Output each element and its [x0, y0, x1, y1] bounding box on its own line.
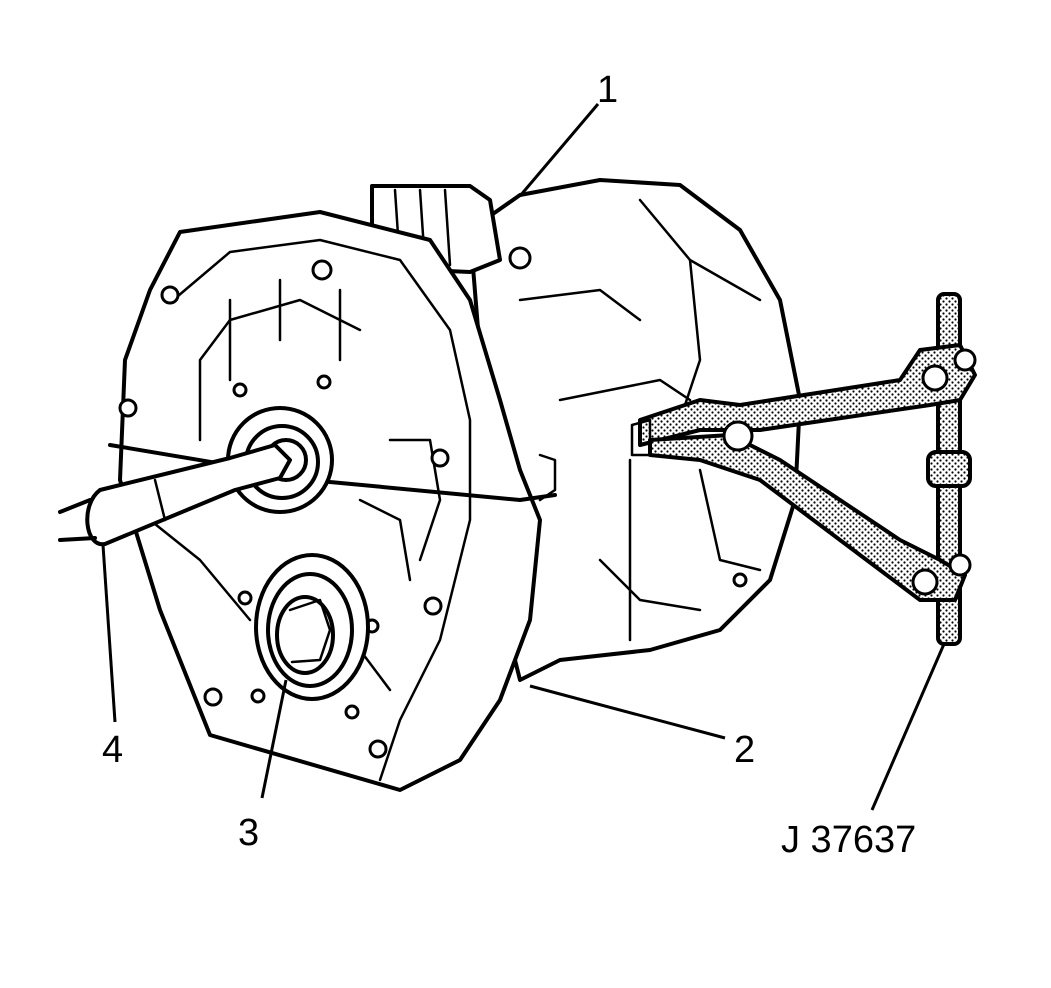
holding-fixture [630, 292, 977, 646]
transmission-housing [370, 178, 802, 682]
leader-tool [870, 643, 946, 811]
input-shaft [58, 406, 334, 547]
leader-3 [260, 679, 288, 799]
callout-tool: J 37637 [781, 819, 916, 861]
callout-1: 1 [597, 69, 618, 111]
leader-1 [518, 103, 600, 197]
leader-lines [101, 103, 946, 811]
callout-3: 3 [238, 812, 259, 854]
callout-4: 4 [102, 729, 123, 771]
output-seal [254, 553, 370, 701]
bell-housing [108, 210, 557, 792]
leader-2 [529, 684, 726, 740]
callout-2: 2 [734, 729, 755, 771]
leader-4 [101, 544, 117, 723]
